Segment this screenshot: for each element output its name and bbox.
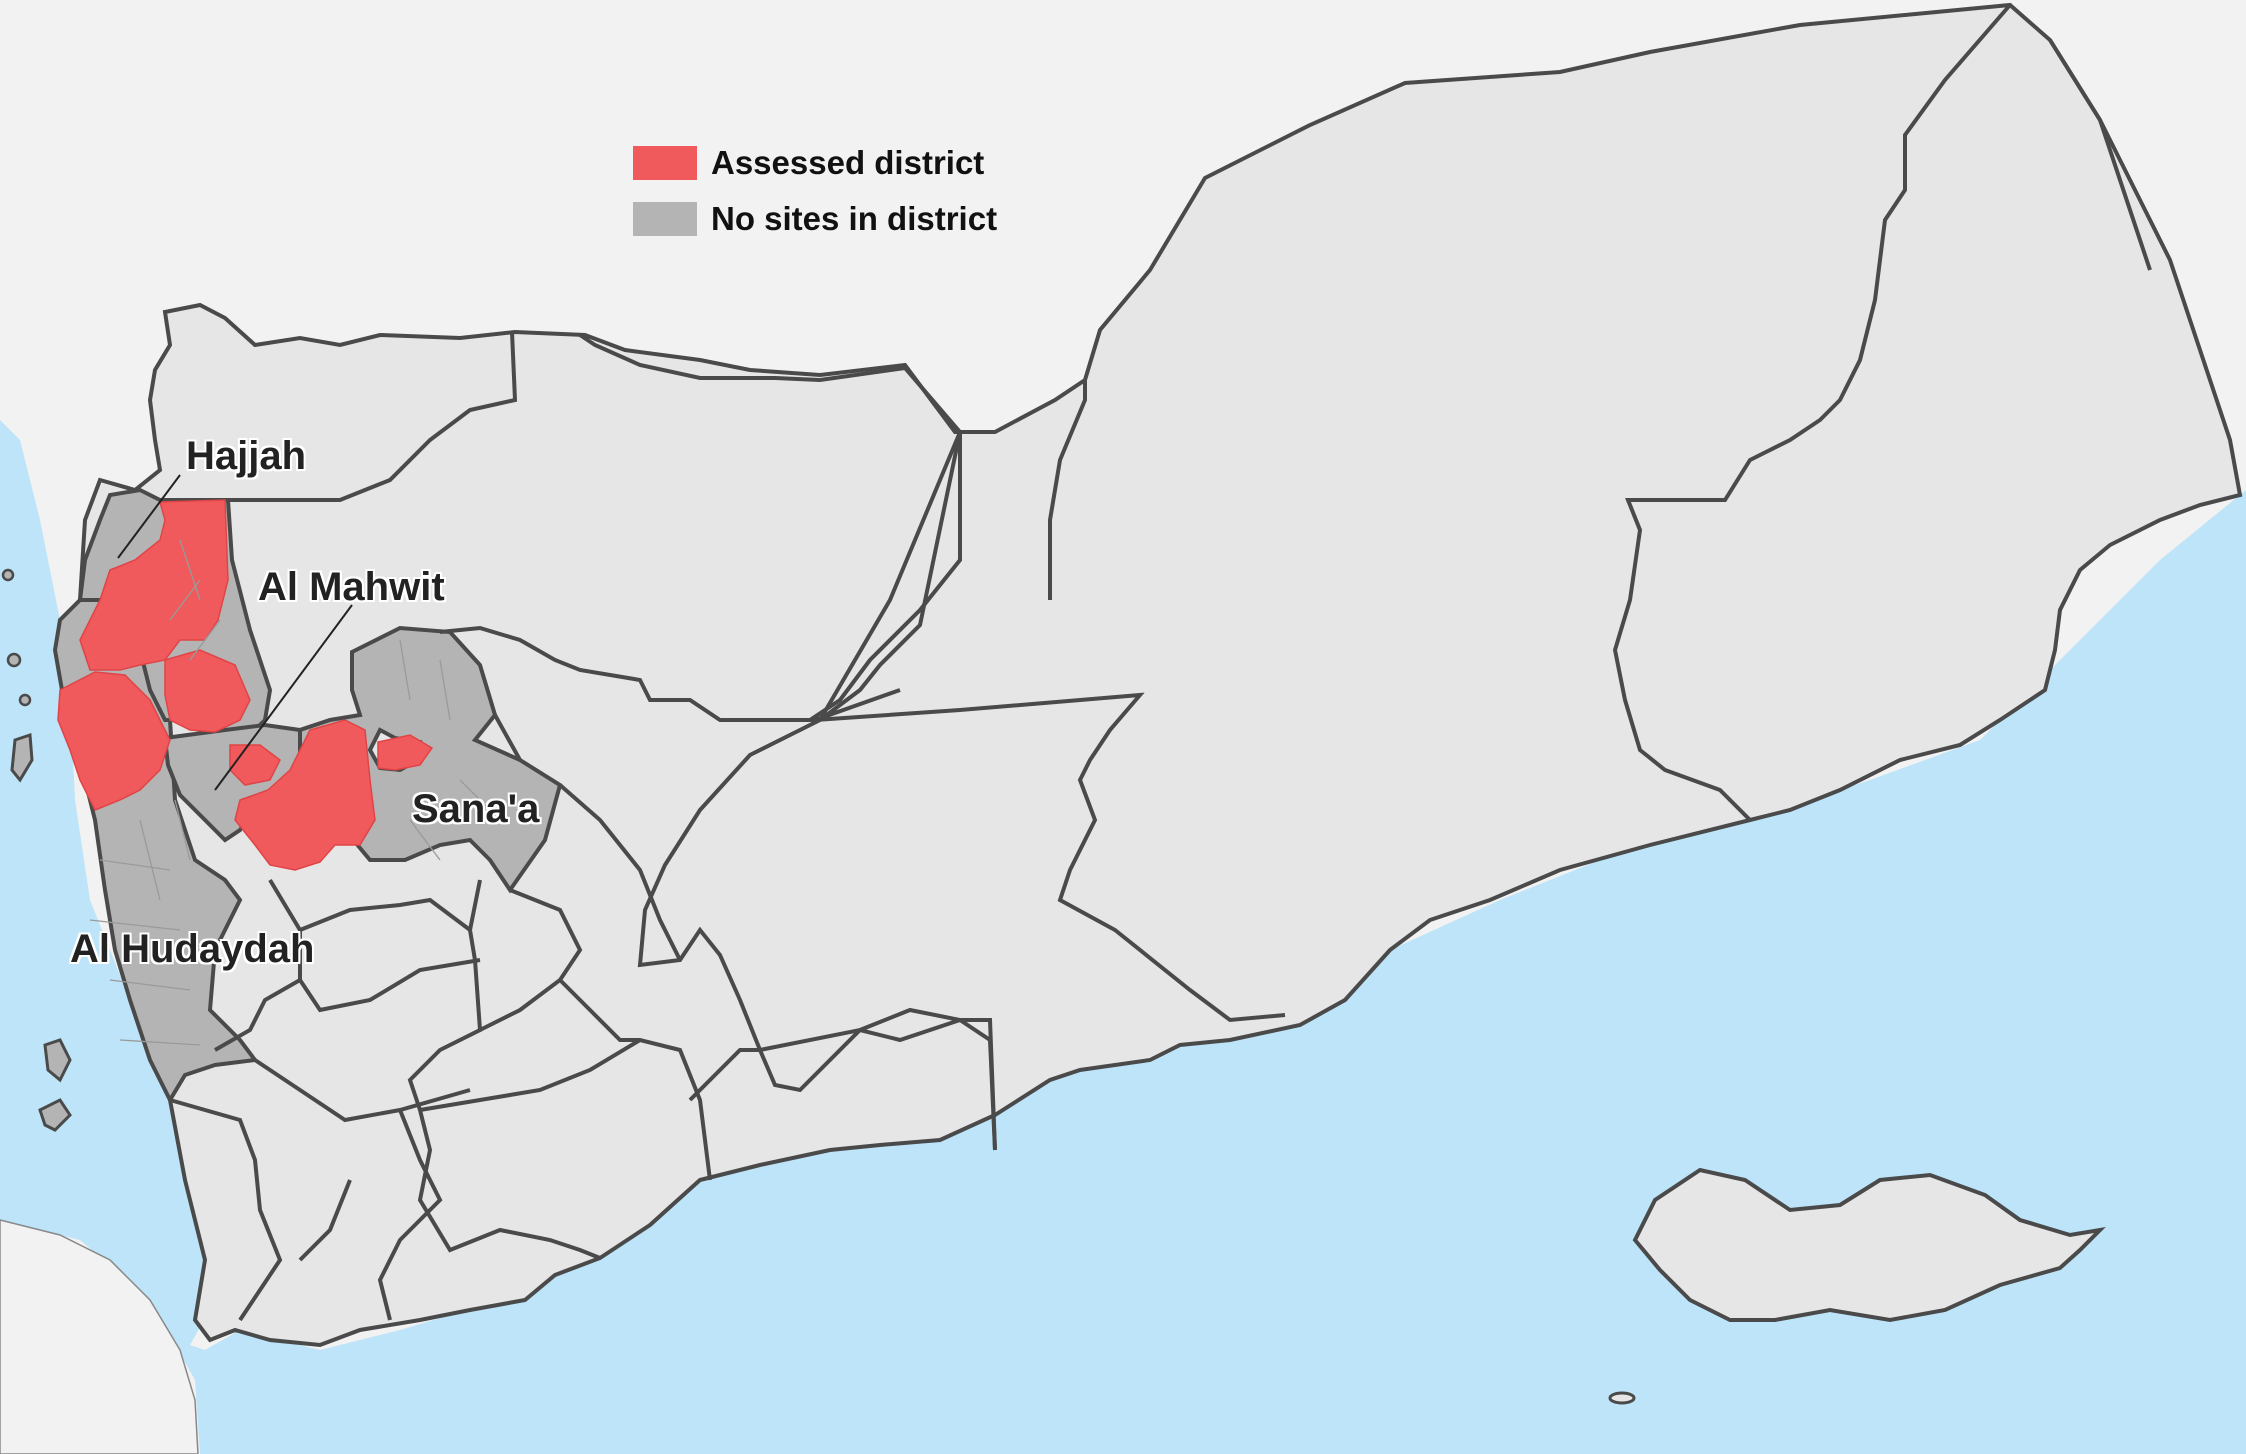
red-sea-islet-2 [18, 693, 32, 707]
red-sea-island-3 [10, 732, 34, 783]
africa-land [0, 1219, 199, 1454]
socotra-island [1632, 1167, 2106, 1323]
red-sea-islet-3 [1, 568, 15, 582]
red-sea-island-2 [38, 1098, 72, 1132]
label-hajjah: Hajjah [186, 434, 307, 478]
legend-label-no-sites: No sites in district [711, 200, 998, 237]
small-island [1608, 1391, 1636, 1405]
assessed-district-hajjah-south [164, 649, 251, 733]
assessed-district-hudaydah [57, 671, 171, 811]
legend-swatch-no-sites [633, 202, 697, 236]
governorate-boundaries [169, 3, 2152, 1322]
assessed-district-sanaa-west [234, 719, 376, 871]
al-mahwit-leader-line [214, 604, 353, 791]
red-sea-island-1 [43, 1038, 72, 1083]
hajjah-leader-line [117, 474, 181, 559]
label-al-hudaydah: Al Hudaydah [70, 927, 315, 971]
district-lines [89, 539, 501, 1046]
assessed-district-hajjah-north [79, 499, 229, 671]
legend-label-assessed: Assessed district [711, 144, 985, 181]
assessed-district-sanaa-east [377, 734, 434, 771]
legend-swatch-assessed [633, 146, 697, 180]
red-sea-islet-1 [6, 652, 22, 668]
label-sanaa: Sana'a [412, 787, 540, 831]
label-al-mahwit: Al Mahwit [258, 565, 445, 609]
